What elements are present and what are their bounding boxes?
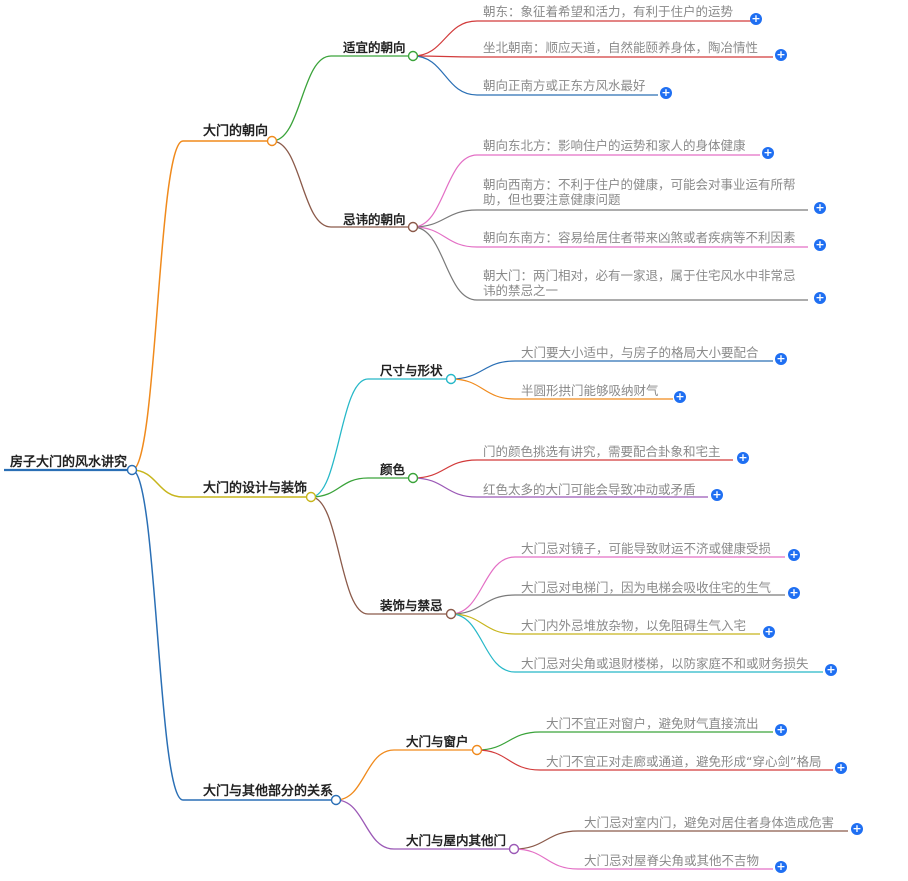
leaf-node[interactable]: 大门不宜正对走廊或通道，避免形成“穿心剑”格局 [546,754,822,769]
branch-connector [131,469,184,498]
leaf-node[interactable]: 朝向正南方或正东方风水最好 [483,78,646,93]
leaf-connector [412,459,478,479]
sub-connector [271,140,332,228]
sub-connector [310,378,369,498]
sub-node-door-inner-doors[interactable]: 大门与屋内其他门 [406,833,507,848]
leaf-connector [412,477,478,498]
leaf-node[interactable]: 门的颜色挑选有讲究，需要配合卦象和宅主 [483,444,721,459]
leaf-connector [412,226,478,301]
expand-icon[interactable]: + [763,625,775,638]
sub-node-circle[interactable] [407,221,419,233]
leaf-node[interactable]: 大门忌对电梯门，因为电梯会吸收住宅的生气 [521,580,772,595]
root-node[interactable]: 房子大门的风水讲究 [10,455,128,470]
leaf-connector [450,360,516,380]
leaf-node[interactable]: 朝大门：两门相对，必有一家退，属于住宅风水中非常忌讳的禁忌之一 [483,268,796,298]
leaf-connector [450,613,516,635]
sub-node-decoration[interactable]: 装饰与禁忌 [380,598,443,613]
sub-node-door-window[interactable]: 大门与窗户 [406,734,469,749]
expand-icon[interactable]: + [835,761,847,774]
branch-node-relations[interactable]: 大门与其他部分的关系 [203,784,334,799]
leaf-node[interactable]: 朝东：象征着希望和活力，有利于住户的运势 [483,4,734,19]
leaf-node[interactable]: 朝向西南方：不利于住户的健康，可能会对事业运有所帮助，但也要注意健康问题 [483,177,796,207]
sub-node-taboo[interactable]: 忌讳的朝向 [343,212,406,227]
leaf-connector [450,613,516,673]
leaf-node[interactable]: 大门忌对尖角或退财楼梯，以防家庭不和或财务损失 [521,656,809,671]
leaf-connector [412,55,478,96]
sub-connector [335,799,395,850]
leaf-connector [450,556,516,615]
expand-icon[interactable]: + [737,451,749,464]
expand-icon[interactable]: + [788,548,800,561]
leaf-node[interactable]: 朝向东北方：影响住户的运势和家人的身体健康 [483,138,746,153]
leaf-node[interactable]: 红色太多的大门可能会导致冲动或矛盾 [483,482,696,497]
expand-icon[interactable]: + [775,723,787,736]
leaf-node[interactable]: 大门忌对室内门，避免对居住者身体造成危害 [584,815,835,830]
sub-connector [310,477,369,498]
leaf-node[interactable]: 大门要大小适中，与房子的格局大小要配合 [521,345,759,360]
leaf-connector [476,731,541,751]
sub-node-circle[interactable] [508,843,520,855]
expand-icon[interactable]: + [814,238,826,251]
sub-connector [310,496,369,615]
expand-icon[interactable]: + [750,12,762,25]
leaf-connector [412,209,478,228]
branch-connector [131,469,184,801]
expand-icon[interactable]: + [660,86,672,99]
sub-node-color[interactable]: 颜色 [380,462,406,477]
sub-node-circle[interactable] [445,373,457,385]
leaf-connector [513,830,579,850]
sub-node-circle[interactable] [407,472,419,484]
leaf-connector [412,55,478,58]
branch-node-circle[interactable] [266,135,278,147]
branch-node-orientation[interactable]: 大门的朝向 [203,124,269,139]
leaf-connector [476,749,541,771]
sub-node-suitable[interactable]: 适宜的朝向 [343,40,406,55]
expand-icon[interactable]: + [762,146,774,159]
branch-connector [131,140,184,471]
root-node-circle[interactable] [126,464,138,476]
expand-icon[interactable]: + [775,860,787,873]
leaf-connector [450,594,516,615]
expand-icon[interactable]: + [674,390,686,403]
leaf-node[interactable]: 大门忌对镜子，可能导致财运不济或健康受损 [521,541,772,556]
leaf-node[interactable]: 坐北朝南：顺应天道，自然能颐养身体，陶冶情性 [483,40,759,55]
leaf-node[interactable]: 大门内外忌堆放杂物，以免阻碍生气入宅 [521,618,747,633]
sub-node-circle[interactable] [445,608,457,620]
leaf-connector [412,226,478,248]
sub-node-circle[interactable] [407,50,419,62]
leaf-node[interactable]: 大门不宜正对窗户，避免财气直接流出 [546,716,759,731]
leaf-connector [412,20,478,57]
sub-connector [271,55,332,142]
expand-icon[interactable]: + [775,48,787,61]
expand-icon[interactable]: + [814,201,826,214]
leaf-connector [450,378,516,400]
leaf-connector [412,154,478,228]
sub-node-circle[interactable] [471,744,483,756]
leaf-node[interactable]: 半圆形拱门能够吸纳财气 [521,383,659,398]
leaf-node[interactable]: 大门忌对屋脊尖角或其他不吉物 [584,853,760,868]
expand-icon[interactable]: + [788,586,800,599]
expand-icon[interactable]: + [851,822,863,835]
leaf-node[interactable]: 朝向东南方：容易给居住者带来凶煞或者疾病等不利因素 [483,230,796,245]
sub-node-size-shape[interactable]: 尺寸与形状 [380,363,443,378]
expand-icon[interactable]: + [825,663,837,676]
sub-connector [335,749,395,801]
branch-node-circle[interactable] [305,491,317,503]
branch-node-design[interactable]: 大门的设计与装饰 [203,481,308,496]
branch-node-circle[interactable] [330,794,342,806]
leaf-connector [513,848,579,870]
expand-icon[interactable]: + [775,352,787,365]
expand-icon[interactable]: + [814,291,826,304]
expand-icon[interactable]: + [711,488,723,501]
